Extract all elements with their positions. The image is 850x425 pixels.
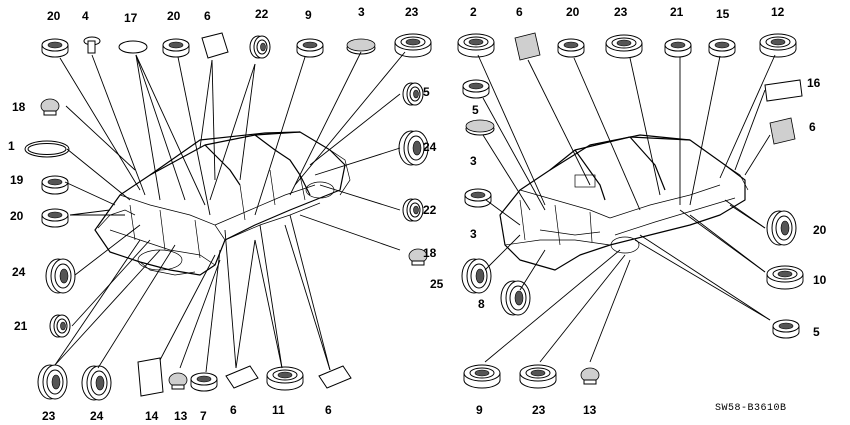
left-callout-6: 6 <box>204 9 211 23</box>
right-callout-3: 3 <box>470 227 477 241</box>
diagram-code: SW58-B3610B <box>715 403 787 414</box>
left-callout-20: 20 <box>10 209 24 223</box>
right-callout-5: 5 <box>813 325 820 339</box>
right-callout-8: 8 <box>478 297 485 311</box>
left-car-body <box>94 131 351 276</box>
left-callout-11: 11 <box>272 403 285 417</box>
pad-icon <box>514 32 541 61</box>
right-callout-6: 6 <box>516 5 523 19</box>
right-callout-12: 12 <box>771 5 785 19</box>
ring-gasket-icon <box>118 40 148 54</box>
right-callout-23: 23 <box>532 403 546 417</box>
left-callout-6: 6 <box>230 403 237 417</box>
left-callout-18: 18 <box>12 100 26 114</box>
left-callout-24: 24 <box>423 140 437 154</box>
right-callout-5: 5 <box>472 103 479 117</box>
right-callout-20: 20 <box>566 5 580 19</box>
right-callout-numbers: 2 6 20 23 21 15 12 5 16 3 6 3 20 25 10 8 5 9 23 13 <box>430 5 827 417</box>
right-callout-3: 3 <box>470 154 477 168</box>
right-callout-13: 13 <box>583 403 597 417</box>
pad-icon <box>137 357 164 397</box>
left-callout-20: 20 <box>47 9 61 23</box>
left-callout-5: 5 <box>423 85 430 99</box>
left-callout-22: 22 <box>255 7 269 21</box>
left-callout-6: 6 <box>325 403 332 417</box>
left-callout-23: 23 <box>42 409 56 423</box>
left-callout-24: 24 <box>90 409 104 423</box>
left-callout-19: 19 <box>10 173 24 187</box>
right-callout-23: 23 <box>614 5 628 19</box>
right-car-body <box>499 134 749 271</box>
left-callout-23: 23 <box>405 5 419 19</box>
left-callout-4: 4 <box>82 9 89 23</box>
left-callout-numbers: 20 4 17 20 6 22 9 3 23 18 5 1 24 19 20 22 18 24 21 23 24 14 13… <box>8 5 437 423</box>
parts <box>24 32 804 401</box>
right-callout-20: 20 <box>813 223 827 237</box>
left-callout-14: 14 <box>145 409 159 423</box>
left-callout-20: 20 <box>167 9 181 23</box>
pad-icon <box>764 79 803 102</box>
left-callout-1: 1 <box>8 139 15 153</box>
left-callout-9: 9 <box>305 8 312 22</box>
left-callout-3: 3 <box>358 5 365 19</box>
left-callout-22: 22 <box>423 203 437 217</box>
right-callout-25: 25 <box>430 277 444 291</box>
pad-icon <box>201 32 229 59</box>
right-callout-9: 9 <box>476 403 483 417</box>
right-callout-2: 2 <box>470 5 477 19</box>
right-callout-6: 6 <box>809 120 816 134</box>
right-callout-10: 10 <box>813 273 827 287</box>
left-callout-13: 13 <box>174 409 188 423</box>
pad-icon <box>769 117 796 145</box>
bolt-icon <box>83 36 101 54</box>
left-callout-24: 24 <box>12 265 26 279</box>
left-callout-21: 21 <box>14 319 28 333</box>
left-callout-18: 18 <box>423 246 437 260</box>
left-callout-17: 17 <box>124 11 138 25</box>
right-callout-15: 15 <box>716 7 730 21</box>
leader-lines <box>54 51 776 373</box>
right-callout-21: 21 <box>670 5 684 19</box>
left-callout-7: 7 <box>200 409 207 423</box>
right-callout-16: 16 <box>807 76 821 90</box>
